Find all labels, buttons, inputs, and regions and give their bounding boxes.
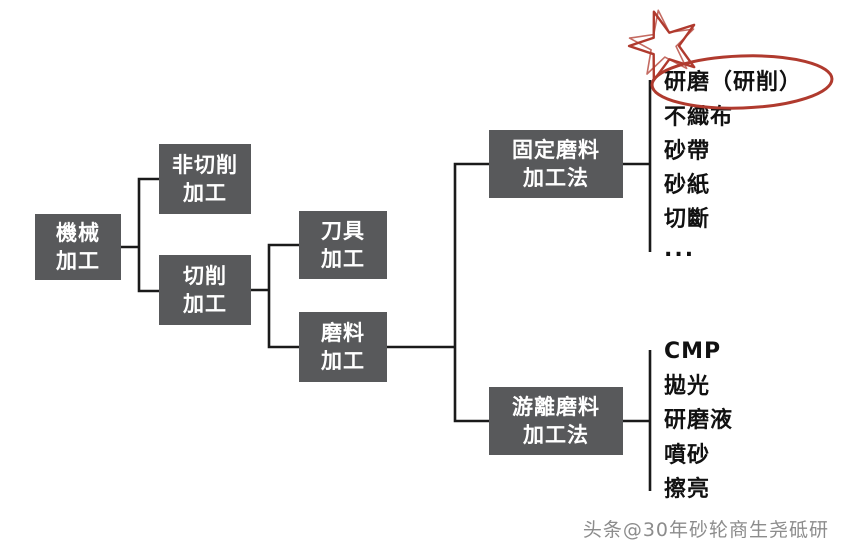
watermark-text: 头条@30年砂轮商生尧砥研 bbox=[582, 519, 829, 541]
list-item-slurry: 研磨液 bbox=[664, 408, 734, 433]
node-cutting-processing: 切削 加工 bbox=[159, 255, 251, 325]
node-free-abrasive-method: 游離磨料 加工法 bbox=[489, 387, 623, 455]
list-item-grinding-highlighted: 研磨（研削） bbox=[664, 70, 803, 95]
node-mechanical-processing: 機械 加工 bbox=[35, 214, 121, 280]
list-item-sandblasting: 噴砂 bbox=[664, 443, 711, 468]
list-item-buffing: 擦亮 bbox=[664, 477, 711, 502]
node-tool-processing: 刀具 加工 bbox=[299, 211, 387, 279]
list-item-cmp: CMP bbox=[664, 339, 722, 364]
list-item-ellipsis: ... bbox=[664, 237, 696, 262]
list-item-nonwoven: 不織布 bbox=[664, 105, 734, 130]
node-fixed-abrasive-method: 固定磨料 加工法 bbox=[489, 130, 623, 198]
list-item-abrasive-belt: 砂帶 bbox=[664, 139, 711, 164]
list-item-sandpaper: 砂紙 bbox=[664, 173, 711, 198]
node-abrasive-processing: 磨料 加工 bbox=[299, 312, 387, 382]
list-item-polishing: 拋光 bbox=[664, 374, 711, 399]
list-item-cutoff: 切斷 bbox=[664, 207, 711, 232]
node-non-cutting-processing: 非切削 加工 bbox=[159, 144, 251, 214]
